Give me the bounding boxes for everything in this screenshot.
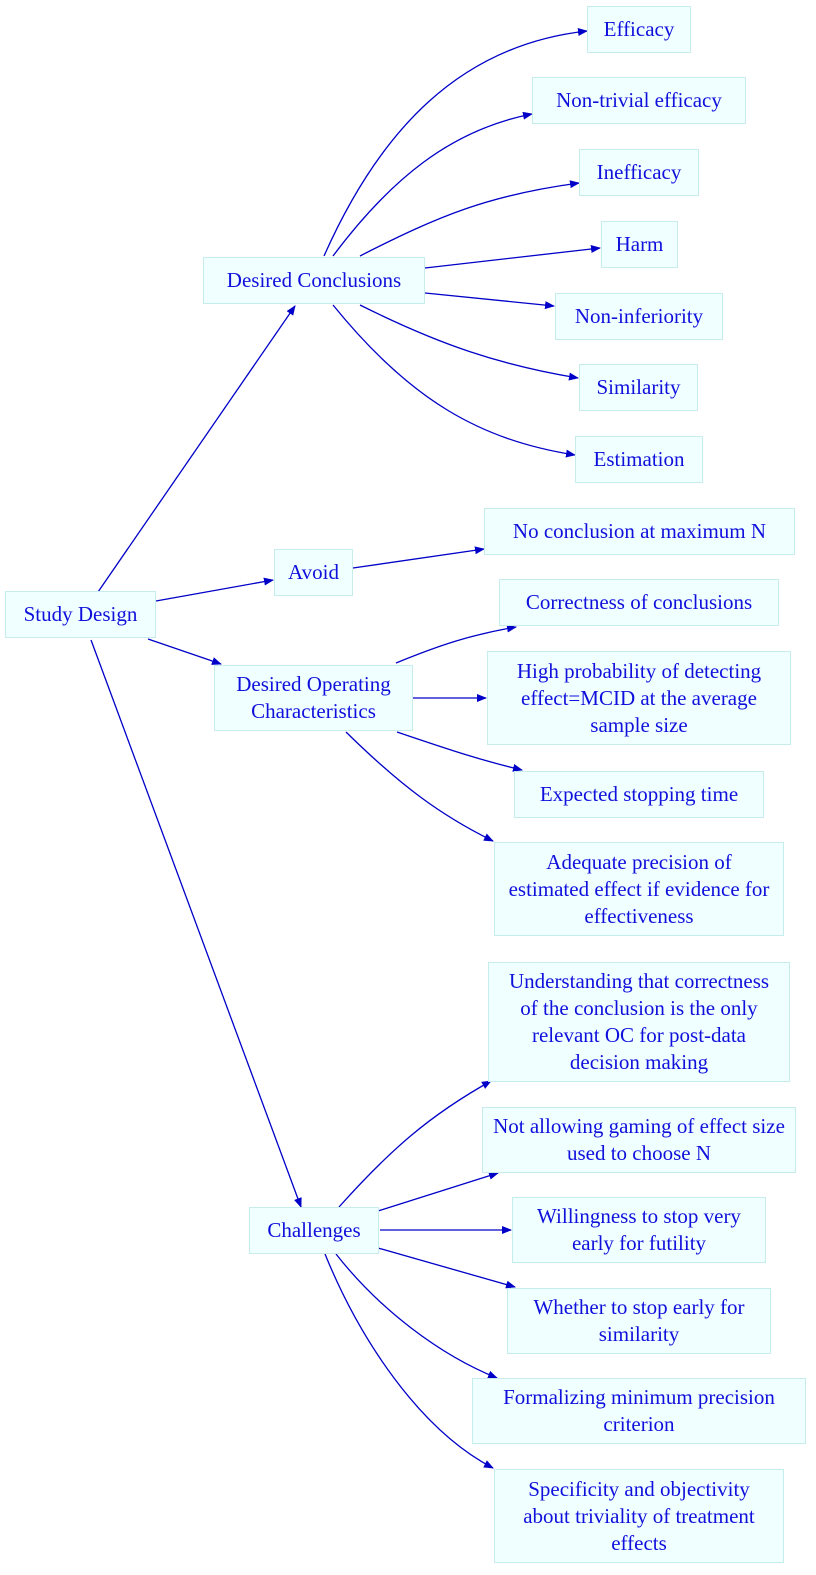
edge-conclusions-to-efficacy (323, 28, 588, 257)
node-noninferiority: Non-inferiority (555, 293, 723, 340)
node-inefficacy: Inefficacy (579, 149, 699, 196)
node-correctness-of-conclusions: Correctness of conclusions (499, 579, 779, 626)
edge-study-design-to-desired-oc (147, 638, 222, 665)
edge-study-design-to-challenges (90, 639, 302, 1208)
node-desired-operating-characteristics: Desired Operating Characteristics (214, 665, 413, 731)
edge-conclusions-to-inefficacy (359, 180, 580, 257)
edge-study-design-to-desired-conclusions (97, 305, 296, 593)
node-whether-to-stop: Whether to stop early for similarity (507, 1288, 771, 1354)
node-no-conclusion: No conclusion at maximum N (484, 508, 795, 555)
edge-oc-to-adequate-precision (345, 731, 494, 842)
node-high-probability: High probability of detecting effect=MCI… (487, 651, 791, 745)
node-not-allowing-gaming: Not allowing gaming of effect size used … (482, 1107, 796, 1173)
node-efficacy: Efficacy (587, 6, 691, 53)
node-harm: Harm (601, 221, 678, 268)
edge-challenges-to-understanding (338, 1080, 492, 1208)
edge-oc-to-correctness (395, 624, 517, 664)
edge-oc-to-expected-stopping (396, 731, 523, 772)
edge-challenges-to-not-allowing-gaming (377, 1171, 499, 1212)
node-adequate-precision: Adequate precision of estimated effect i… (494, 842, 784, 936)
edge-conclusions-to-nontrivial-efficacy (332, 111, 533, 257)
edge-challenges-to-specificity (324, 1253, 494, 1469)
node-formalizing-precision: Formalizing minimum precision criterion (472, 1378, 806, 1444)
edge-avoid-to-no-conclusion (352, 546, 485, 569)
node-estimation: Estimation (575, 436, 703, 483)
node-expected-stopping-time: Expected stopping time (514, 771, 764, 818)
node-similarity: Similarity (579, 364, 698, 411)
node-nontrivial-efficacy: Non-trivial efficacy (532, 77, 746, 124)
edge-challenges-to-formalizing (335, 1253, 498, 1379)
node-desired-conclusions: Desired Conclusions (203, 257, 425, 304)
edge-conclusions-to-noninferiority (424, 292, 555, 310)
node-challenges: Challenges (249, 1207, 379, 1254)
edge-conclusions-to-similarity (359, 304, 579, 381)
node-specificity-objectivity: Specificity and objectivity about trivia… (494, 1469, 784, 1563)
node-avoid: Avoid (274, 549, 353, 596)
node-willingness-to-stop: Willingness to stop very early for futil… (512, 1197, 766, 1263)
node-understanding: Understanding that correctness of the co… (488, 962, 790, 1082)
edge-study-design-to-avoid (155, 577, 274, 602)
edge-conclusions-to-estimation (332, 304, 576, 458)
node-study-design: Study Design (5, 591, 156, 638)
edge-challenges-to-whether-stop (377, 1247, 516, 1289)
edge-conclusions-to-harm (424, 245, 601, 269)
